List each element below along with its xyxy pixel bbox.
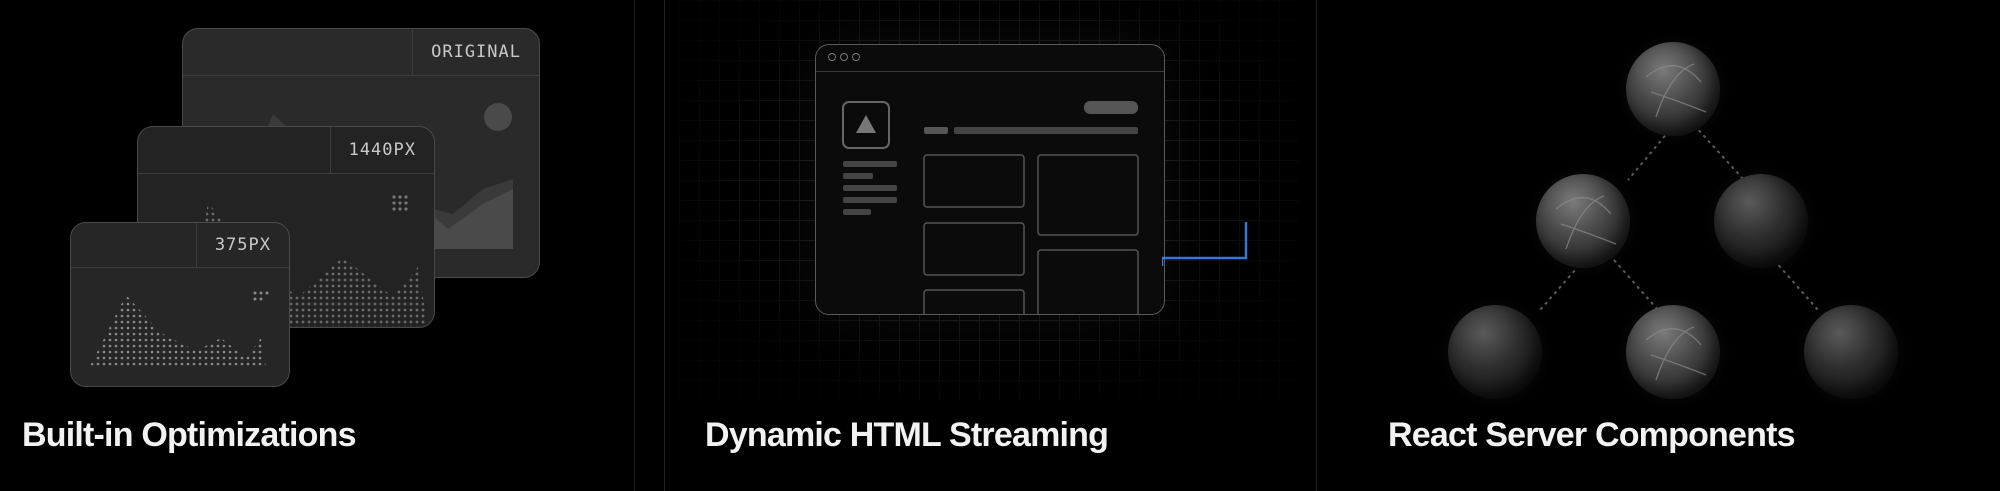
dotted-mountain-small-icon [89,291,269,368]
triangle-icon [856,115,876,133]
card-header: 375PX [71,223,289,268]
server-component-node [1536,174,1630,268]
panel-divider [634,0,665,491]
client-component-node [1448,305,1542,399]
client-component-node [1804,305,1898,399]
panel-divider [1316,0,1347,491]
component-tree-lines [1539,124,1819,311]
feature-panel-server-components[interactable]: React Server Components [1346,0,2000,491]
browser-toolbar [816,45,1164,72]
page-skeleton [842,101,1139,314]
card-header: 1440PX [138,127,434,174]
server-component-node [1626,305,1720,399]
image-card-375: 375PX [70,222,290,387]
card-label-375: 375PX [195,223,289,267]
card-header: ORIGINAL [183,29,539,76]
panel-title: Dynamic HTML Streaming [705,415,1109,454]
panel-title: React Server Components [1388,415,1796,454]
feature-panel-optimizations[interactable]: ORIGINAL 1440PX 375PX [0,0,634,491]
server-component-node [1626,42,1720,136]
window-dot-icon [852,53,860,61]
window-dot-icon [828,53,836,61]
streaming-accent-line [1162,222,1248,266]
browser-window [815,44,1165,315]
client-component-node [1714,174,1808,268]
window-dot-icon [840,53,848,61]
feature-panel-streaming[interactable]: Dynamic HTML Streaming [664,0,1317,491]
panel-title: Built-in Optimizations [22,415,357,454]
card-label-original: ORIGINAL [412,29,539,75]
card-label-1440: 1440PX [329,127,434,173]
